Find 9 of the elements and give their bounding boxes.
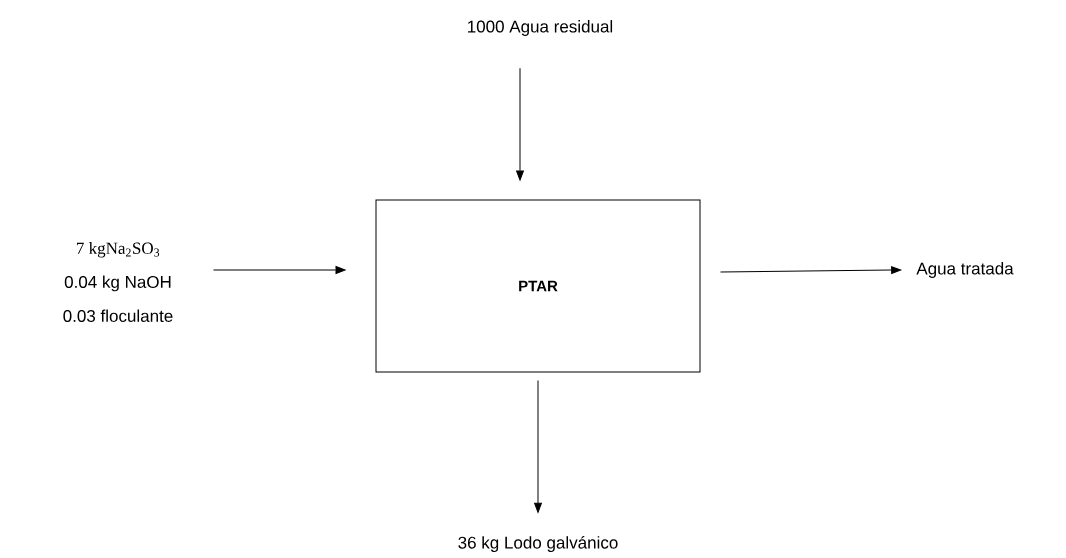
input-list: 7 kgNa$_{2}$SO$_{3}$ 0.04 kg NaOH 0.03 floculante: [63, 242, 173, 322]
arrow: [213, 266, 346, 274]
flow-label: 1000 Agua residual: [468, 20, 613, 36]
arrow: [720, 266, 902, 275]
arrow: [534, 380, 542, 513]
flow-label: 36 kg Lodo galvánico: [458, 536, 618, 553]
process-box: PTAR: [375, 199, 701, 373]
arrow: [516, 67, 524, 181]
flow-label: Agua tratada: [916, 262, 1014, 278]
